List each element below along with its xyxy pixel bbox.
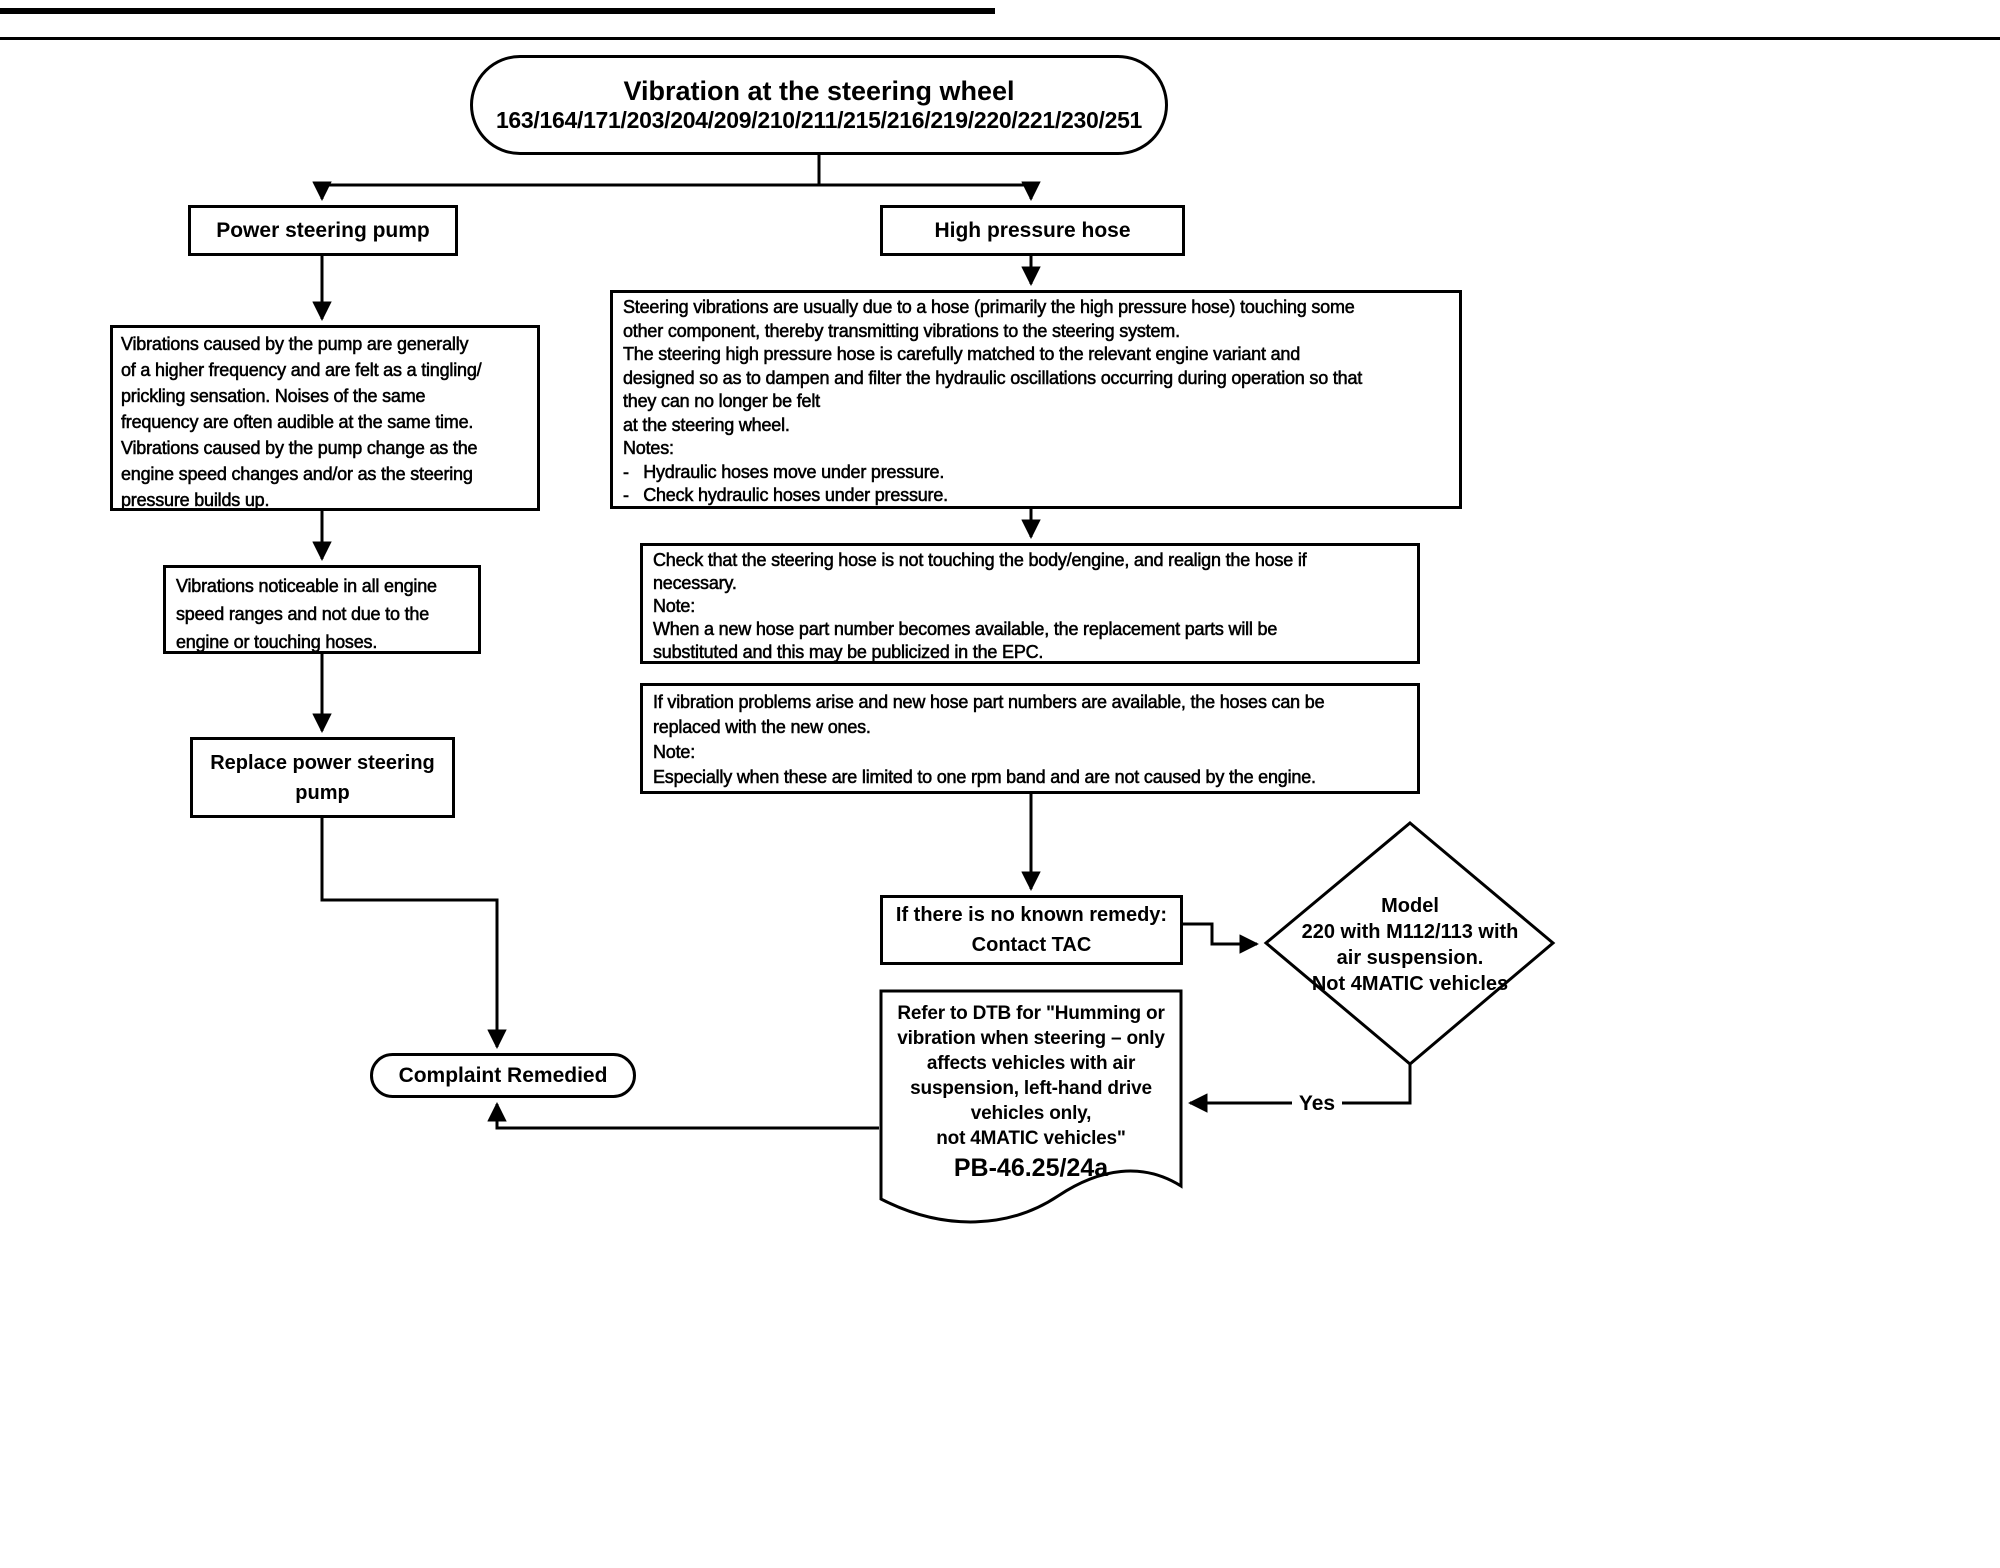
arrow-tac-to-decision xyxy=(1183,922,1259,954)
contact-tac-box: If there is no known remedy: Contact TAC xyxy=(880,895,1183,965)
power-steering-pump-header: Power steering pump xyxy=(188,205,458,256)
top-rule-thin xyxy=(0,37,2000,40)
complaint-remedied-node: Complaint Remedied xyxy=(370,1053,636,1098)
arrow-replace-pump-to-remedied xyxy=(320,818,507,1049)
check-hose-box: Check that the steering hose is not touc… xyxy=(640,543,1420,664)
decision-diamond-label: Model 220 with M112/113 with air suspens… xyxy=(1301,895,1519,995)
title-node: Vibration at the steering wheel 163/164/… xyxy=(470,55,1168,155)
decision-diamond-shape xyxy=(1263,821,1556,1066)
document-text: Refer to DTB for "Humming or vibration w… xyxy=(897,1002,1165,1149)
title-model-codes: 163/164/171/203/204/209/210/211/215/216/… xyxy=(495,107,1143,133)
title-line1: Vibration at the steering wheel xyxy=(623,76,1015,106)
hose-description-box: Steering vibrations are usually due to a… xyxy=(610,290,1462,509)
top-rule-thick xyxy=(0,8,995,14)
document-label: Refer to DTB for "Humming or vibration w… xyxy=(884,998,1178,1185)
pump-description-box: Vibrations caused by the pump are genera… xyxy=(110,325,540,511)
vibration-problems-box: If vibration problems arise and new hose… xyxy=(640,683,1420,794)
replace-pump-box: Replace power steering pump xyxy=(190,737,455,818)
arrow-document-to-remedied xyxy=(487,1102,879,1130)
document-shape xyxy=(879,989,1183,1224)
document-ref-number: PB-46.25/24a xyxy=(953,1153,1109,1182)
high-pressure-hose-header: High pressure hose xyxy=(880,205,1185,256)
arrow-decision-yes-to-document xyxy=(1188,1064,1412,1113)
decision-yes-label: Yes xyxy=(1292,1089,1342,1118)
vibrations-noticeable-box: Vibrations noticeable in all engine spee… xyxy=(163,565,481,654)
